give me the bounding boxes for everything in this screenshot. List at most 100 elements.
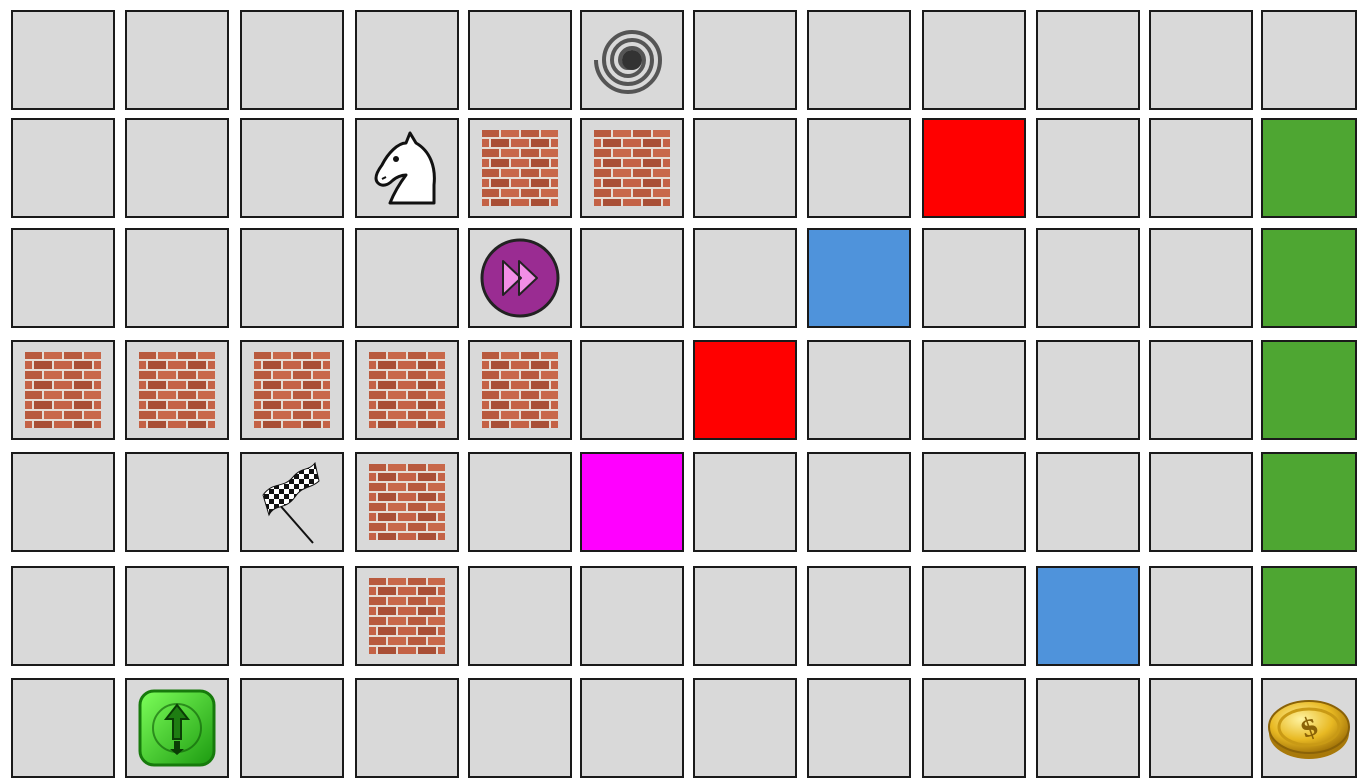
board-cell-brick[interactable] [355,566,459,666]
board-cell[interactable] [807,10,911,110]
board-cell[interactable] [922,340,1026,440]
board-cell[interactable] [580,566,684,666]
board-cell[interactable] [807,118,911,218]
blue-cell[interactable] [1036,566,1140,666]
board-cell-brick[interactable] [468,340,572,440]
board-cell[interactable] [355,678,459,778]
board-cell[interactable] [1036,678,1140,778]
gold-coin-icon: $ [1266,693,1352,763]
board-cell-brick[interactable] [355,340,459,440]
checkered-flag-icon [249,459,335,545]
board-cell-brick[interactable] [468,118,572,218]
board-cell[interactable] [240,228,344,328]
board-cell-coin[interactable]: $ [1261,678,1357,778]
board-cell[interactable] [11,10,115,110]
board-cell[interactable] [11,228,115,328]
board-cell[interactable] [355,10,459,110]
board-cell[interactable] [1261,10,1357,110]
board-cell[interactable] [11,118,115,218]
board-cell-brick[interactable] [355,452,459,552]
board-cell[interactable] [1149,10,1253,110]
board-cell[interactable] [125,566,229,666]
board-cell-brick[interactable] [125,340,229,440]
board-cell[interactable] [693,118,797,218]
board-cell[interactable] [693,678,797,778]
board-cell[interactable] [468,678,572,778]
board-cell[interactable] [1149,452,1253,552]
brick-wall-icon [367,462,447,542]
board-cell-vortex[interactable] [580,10,684,110]
green-cell[interactable] [1261,566,1357,666]
board-cell[interactable] [125,228,229,328]
board-cell[interactable] [807,340,911,440]
brick-wall-icon [367,350,447,430]
board-cell[interactable] [125,10,229,110]
board-cell[interactable] [693,228,797,328]
brick-wall-icon [367,576,447,656]
board-cell[interactable] [240,118,344,218]
brick-wall-icon [137,350,217,430]
blue-cell[interactable] [807,228,911,328]
board-cell-up-arrow[interactable] [125,678,229,778]
green-cell[interactable] [1261,118,1357,218]
board-cell[interactable] [11,678,115,778]
brick-wall-icon [480,128,560,208]
board-cell[interactable] [240,10,344,110]
green-cell[interactable] [1261,452,1357,552]
board-cell[interactable] [11,452,115,552]
board-cell[interactable] [1036,10,1140,110]
board-cell[interactable] [355,228,459,328]
brick-wall-icon [480,350,560,430]
board-cell[interactable] [693,10,797,110]
board-cell[interactable] [240,678,344,778]
knight-piece-icon [364,125,450,211]
board-cell[interactable] [807,678,911,778]
board-cell[interactable] [922,678,1026,778]
board-cell[interactable] [11,566,115,666]
board-cell[interactable] [580,228,684,328]
board-cell[interactable] [125,452,229,552]
green-cell[interactable] [1261,340,1357,440]
board-cell[interactable] [468,10,572,110]
board-cell[interactable] [1149,118,1253,218]
board-cell[interactable] [580,678,684,778]
brick-wall-icon [252,350,332,430]
board-cell[interactable] [1036,118,1140,218]
up-arrow-tile-icon [136,687,218,769]
board-cell-brick[interactable] [580,118,684,218]
red-cell[interactable] [922,118,1026,218]
board-cell[interactable] [1149,340,1253,440]
board-cell-fast-forward[interactable] [468,228,572,328]
board-cell[interactable] [1036,228,1140,328]
board-cell[interactable] [468,452,572,552]
board-cell-brick[interactable] [11,340,115,440]
board-cell[interactable] [807,566,911,666]
board-cell[interactable] [922,10,1026,110]
board-cell[interactable] [1036,452,1140,552]
board-cell-flag[interactable] [240,452,344,552]
board-cell[interactable] [922,452,1026,552]
board-cell[interactable] [580,340,684,440]
board-cell[interactable] [125,118,229,218]
brick-wall-icon [592,128,672,208]
magenta-cell[interactable] [580,452,684,552]
board-cell[interactable] [240,566,344,666]
board-cell[interactable] [1149,678,1253,778]
brick-wall-icon [23,350,103,430]
board-cell-knight[interactable] [355,118,459,218]
board-cell[interactable] [922,228,1026,328]
board-cell[interactable] [693,566,797,666]
board-cell[interactable] [693,452,797,552]
vortex-icon [589,17,675,103]
red-cell[interactable] [693,340,797,440]
board-cell[interactable] [468,566,572,666]
board-cell-brick[interactable] [240,340,344,440]
board-cell[interactable] [807,452,911,552]
board-cell[interactable] [1149,228,1253,328]
board-cell[interactable] [922,566,1026,666]
green-cell[interactable] [1261,228,1357,328]
board-cell[interactable] [1036,340,1140,440]
board-cell[interactable] [1149,566,1253,666]
fast-forward-icon [479,237,561,319]
